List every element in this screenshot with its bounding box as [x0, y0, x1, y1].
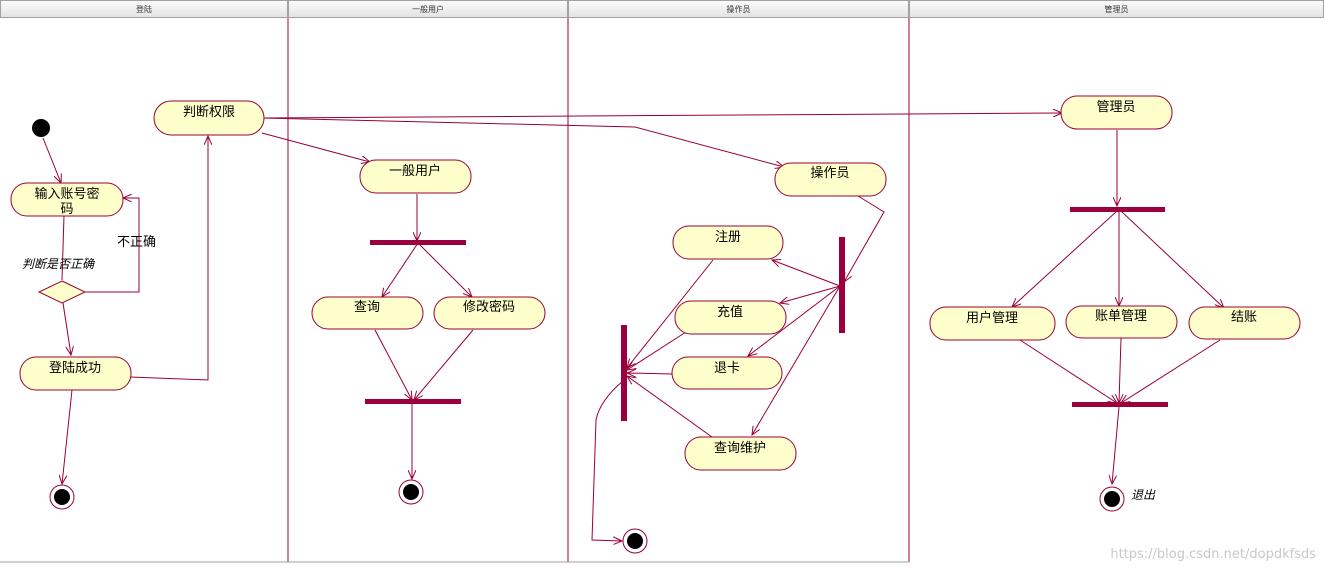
lane-header-admin[interactable]: 管理员 — [909, 0, 1324, 18]
decision-node[interactable] — [37, 280, 87, 304]
fork-bar[interactable] — [1070, 207, 1165, 212]
activity-settle[interactable]: 结账 — [1188, 306, 1301, 340]
activity-query[interactable]: 查询 — [311, 296, 424, 330]
activity-label: 用户管理 — [966, 310, 1018, 326]
swimlane-headers: 登陆 一般用户 操作员 管理员 — [0, 0, 1324, 20]
transition-fork-to-return — [748, 285, 841, 356]
activity-label: 账单管理 — [1095, 309, 1147, 324]
join-bar[interactable] — [365, 399, 461, 404]
final-node[interactable] — [1099, 486, 1125, 512]
decision-label: 判断是否正确 — [22, 257, 95, 271]
activity-return-card[interactable]: 退卡 — [671, 356, 783, 390]
lane-header-login[interactable]: 登陆 — [0, 0, 288, 18]
activity-input-account[interactable]: 输入账号密 码 — [10, 182, 124, 217]
transition-maintain-to-join — [627, 376, 713, 438]
final-node[interactable] — [398, 479, 424, 505]
activity-user-manage[interactable]: 用户管理 — [929, 306, 1056, 341]
transition-fork-to-settle — [1120, 210, 1224, 308]
activity-judge-permission[interactable]: 判断权限 — [153, 100, 265, 136]
join-bar[interactable] — [1072, 402, 1168, 407]
transition-operator-to-fork — [844, 195, 885, 282]
transition-fork-to-recharge — [780, 285, 841, 303]
watermark: https://blog.csdn.net/dopdkfsds — [1110, 547, 1316, 562]
final-node[interactable] — [622, 528, 648, 554]
transition-settle-to-join — [1121, 339, 1221, 403]
fork-bar[interactable] — [839, 237, 845, 333]
lane-header-operator[interactable]: 操作员 — [568, 0, 909, 18]
transition-return-to-join — [627, 373, 673, 374]
sync-bars — [365, 207, 1168, 421]
activity-login-success[interactable]: 登陆成功 — [19, 356, 132, 391]
activity-label: 一般用户 — [389, 163, 441, 179]
activity-label: 管理员 — [1096, 100, 1135, 115]
transition-fork-to-query — [382, 242, 419, 297]
lane-dividers — [0, 18, 910, 563]
activity-change-password[interactable]: 修改密码 — [433, 296, 546, 330]
transition-incorrect-loop — [85, 198, 140, 293]
transition-join-to-final — [591, 379, 625, 541]
fork-bar[interactable] — [370, 240, 466, 245]
activity-label: 操作员 — [810, 165, 849, 181]
activity-query-maintain[interactable]: 查询维护 — [684, 436, 797, 471]
transition-input-to-decision — [61, 215, 65, 281]
transition-bill-manage-to-join — [1119, 337, 1121, 403]
transition-password-to-join — [414, 329, 474, 400]
activity-recharge[interactable]: 充值 — [674, 300, 787, 335]
initial-node[interactable] — [32, 119, 50, 137]
transition-fork-to-password — [417, 242, 472, 297]
final-nodes — [49, 479, 1125, 554]
transition-query-to-join — [374, 329, 412, 400]
exit-label: 退出 — [1131, 488, 1156, 502]
activity-label: 充值 — [717, 304, 743, 320]
transition-success-to-final — [62, 389, 73, 484]
transition-decision-to-success — [62, 302, 71, 355]
activity-label: 退卡 — [714, 361, 740, 376]
transition-join-to-final — [1112, 406, 1120, 484]
transitions — [42, 113, 1224, 541]
activity-operator[interactable]: 操作员 — [774, 162, 887, 197]
activity-label: 判断权限 — [183, 104, 235, 120]
activity-register[interactable]: 注册 — [672, 225, 784, 260]
transition-user-manage-to-join — [1019, 339, 1117, 403]
lane-header-general-user[interactable]: 一般用户 — [288, 0, 568, 18]
transition-fork-to-register — [772, 260, 841, 287]
activity-label: 注册 — [715, 230, 741, 245]
transition-register-to-join — [627, 259, 714, 368]
transition-fork-to-user-manage — [1012, 210, 1118, 307]
transition-fork-to-maintain — [752, 285, 841, 435]
transition-success-to-judge — [129, 136, 208, 381]
activity-bill-manage[interactable]: 账单管理 — [1065, 305, 1178, 339]
join-bar[interactable] — [621, 325, 627, 421]
transition-start-to-input — [42, 137, 61, 183]
activity-label: 登陆成功 — [49, 360, 101, 376]
activity-label: 查询 — [354, 300, 380, 315]
activity-label: 输入账号密 — [34, 186, 99, 202]
activity-general-user[interactable]: 一般用户 — [359, 159, 472, 194]
final-node[interactable] — [49, 484, 75, 510]
transition-judge-to-general — [261, 132, 370, 162]
transition-judge-to-admin — [261, 113, 1062, 119]
activity-label: 修改密码 — [463, 299, 515, 315]
activity-admin[interactable]: 管理员 — [1060, 95, 1173, 130]
activity-label: 查询维护 — [714, 441, 766, 456]
activity-label: 码 — [60, 202, 73, 217]
transition-judge-to-operator — [261, 117, 784, 167]
guard-label-incorrect: 不正确 — [117, 235, 156, 250]
transition-recharge-to-join — [627, 331, 687, 370]
activity-label: 结账 — [1231, 310, 1257, 325]
